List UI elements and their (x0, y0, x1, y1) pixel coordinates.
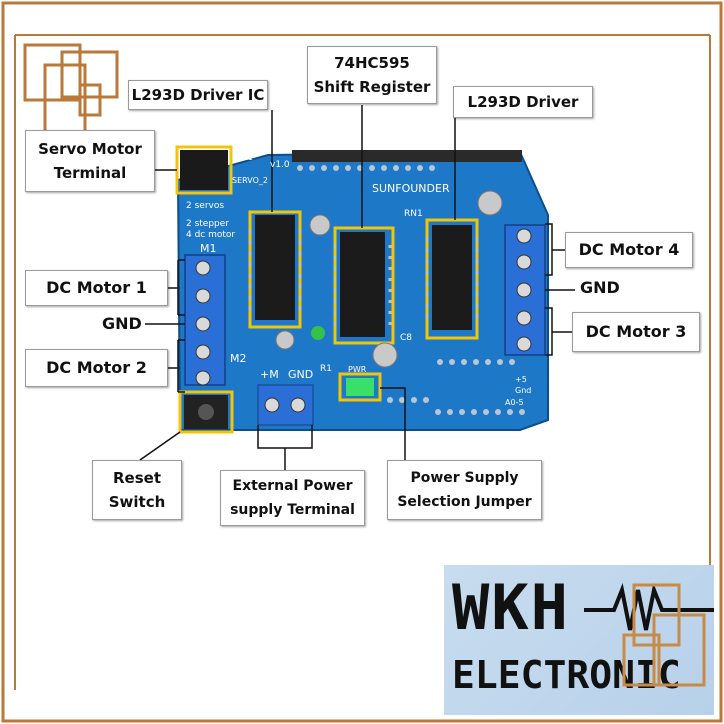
label-dc-motor-4: DC Motor 4 (565, 232, 693, 268)
label-reset-switch: Reset Switch (92, 460, 182, 520)
board-gnd: GND (288, 368, 313, 381)
board-m1: M1 (200, 242, 217, 255)
power-led (311, 326, 325, 340)
label-gnd-left: GND (102, 314, 142, 333)
watermark-line1: WKH (452, 571, 570, 644)
label-reset-line2: Switch (108, 493, 166, 511)
bottom-holes (387, 359, 525, 415)
board-servo2: SERVO_2 (232, 176, 268, 185)
label-dc-motor-1: DC Motor 1 (25, 270, 168, 306)
l293d-right-highlight (425, 218, 479, 340)
label-servo-line2: Terminal (53, 164, 127, 182)
board-gnd-small: Gnd (515, 386, 531, 395)
l293d-left-highlight (248, 210, 302, 329)
jumper (346, 378, 374, 396)
left-terminal-screws (195, 260, 211, 386)
label-power-jumper: Power Supply Selection Jumper (387, 460, 542, 520)
label-jumper-line2: Selection Jumper (397, 494, 532, 510)
board-plus-m: +M (260, 368, 279, 381)
label-dc-motor-2: DC Motor 2 (25, 349, 168, 387)
board-pwr: PWR (348, 365, 367, 374)
board-m2: M2 (230, 352, 247, 365)
label-ext-power-line2: supply Terminal (230, 502, 355, 518)
l293d-chip-left (255, 215, 295, 320)
label-jumper-line1: Power Supply (410, 470, 519, 486)
servo-header (180, 150, 228, 190)
label-dc-motor-3: DC Motor 3 (572, 312, 700, 352)
board-text: SUNFOUNDER v1.0 2 servos 2 stepper 4 dc … (186, 153, 531, 407)
label-l293d-driver-ic: L293D Driver IC (128, 80, 268, 110)
board-ser1: SER1 (232, 153, 253, 162)
resistor-symbol-icon (584, 583, 714, 631)
label-reset-line1: Reset (113, 469, 161, 487)
board-c8: C8 (400, 333, 412, 343)
corner-ornament (23, 43, 119, 137)
label-servo-terminal: Servo Motor Terminal (25, 130, 155, 192)
top-header-pins (292, 150, 522, 162)
board-r1: R1 (320, 364, 332, 374)
label-external-power: External Power supply Terminal (220, 470, 365, 526)
reset-highlight (178, 390, 234, 434)
label-l293d-driver: L293D Driver (453, 86, 593, 118)
board-rn1: RN1 (404, 209, 423, 219)
board-text-servos: 2 servos (186, 201, 224, 211)
shift-register-chip (340, 232, 385, 337)
top-holes (297, 165, 435, 171)
board-version: v1.0 (270, 160, 290, 170)
watermark-ornament (622, 583, 706, 687)
l293d-chip-right (432, 225, 472, 330)
board-brand: SUNFOUNDER (372, 182, 450, 195)
jumper-highlight (338, 372, 382, 402)
label-gnd-right: GND (580, 278, 620, 297)
label-shift-register-line2: Shift Register (313, 78, 431, 96)
board-text-dc: 4 dc motor (186, 230, 235, 240)
watermark-logo: WKH ELECTRONIC (444, 565, 714, 715)
board-a0-5: A0-5 (505, 398, 524, 407)
watermark-line2: ELECTRONIC (452, 653, 681, 697)
label-ext-power-line1: External Power (232, 478, 353, 494)
shift-register-highlight (333, 226, 395, 345)
label-shift-register-line1: 74HC595 (334, 54, 410, 72)
board-plus5: +5 (515, 375, 527, 384)
capacitors (275, 190, 503, 368)
callout-lines (139, 105, 575, 470)
chip-pins (248, 230, 479, 325)
reset-switch-button (198, 404, 214, 420)
board-text-stepper: 2 stepper (186, 219, 229, 229)
label-shift-register: 74HC595 Shift Register (307, 46, 437, 104)
label-servo-line1: Servo Motor (38, 140, 142, 158)
right-terminal-screws (516, 228, 532, 352)
